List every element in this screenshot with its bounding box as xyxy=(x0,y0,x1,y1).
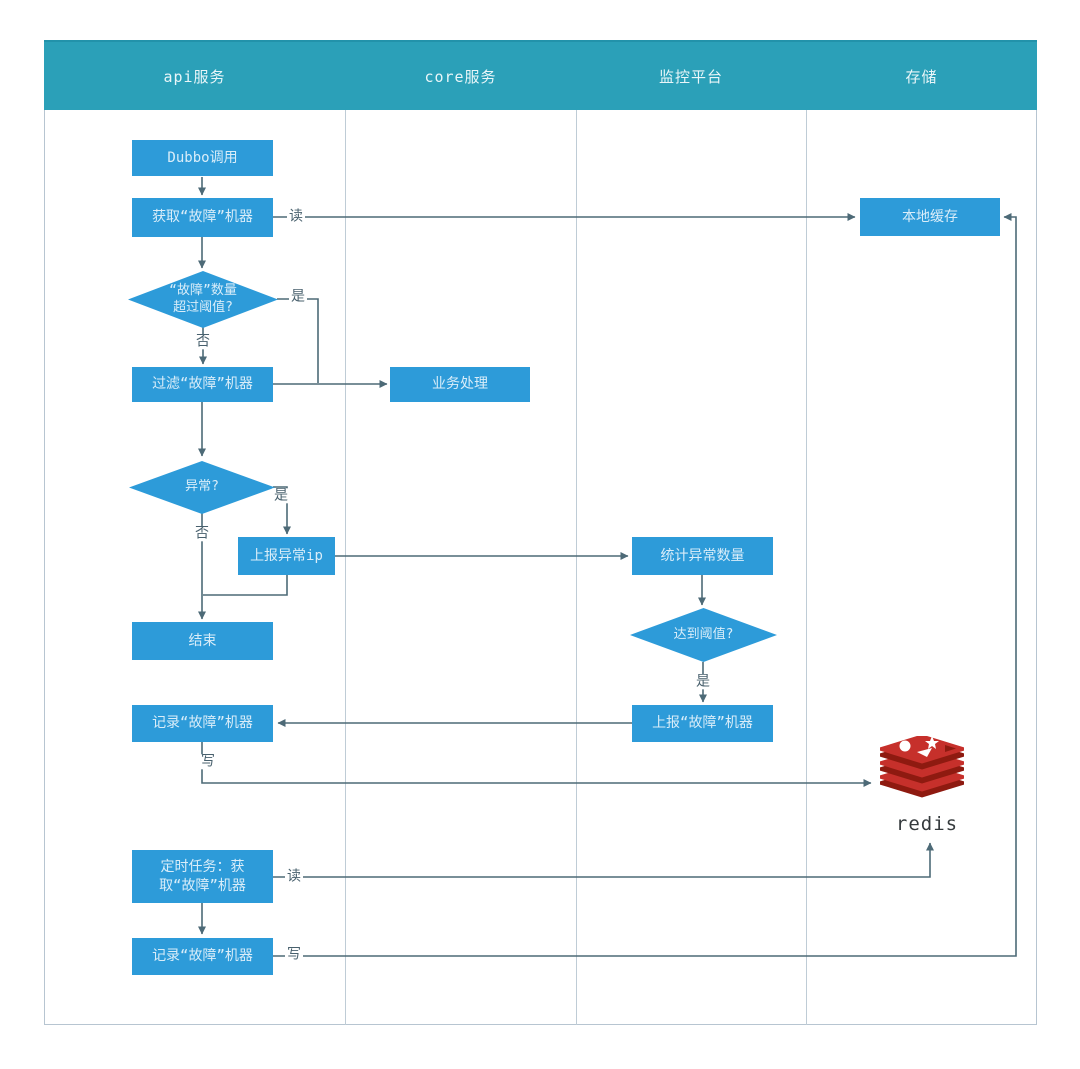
node-business-process: 业务处理 xyxy=(390,367,530,402)
node-end: 结束 xyxy=(132,622,273,660)
node-report-exception-ip: 上报异常ip xyxy=(238,537,335,575)
node-label: 获取“故障”机器 xyxy=(152,209,253,226)
swimlane-header: api服务 core服务 监控平台 存储 xyxy=(44,40,1037,110)
node-label: “故障”数量 超过阈值? xyxy=(169,282,237,315)
edge-label-exception-no: 否 xyxy=(193,525,211,542)
edge-label-reach-yes: 是 xyxy=(694,673,712,690)
lane-divider-2 xyxy=(576,110,577,1025)
node-label: 上报“故障”机器 xyxy=(652,715,753,732)
edge-label-write-cache: 写 xyxy=(285,946,303,963)
edge-label-read-cache: 读 xyxy=(287,208,305,225)
node-label: 业务处理 xyxy=(432,376,488,393)
node-timer-task-get-fault: 定时任务：获 取“故障”机器 xyxy=(132,850,273,903)
edge-label-write-redis: 写 xyxy=(199,753,217,770)
lane-divider-1 xyxy=(345,110,346,1025)
lane-title-api-service: api服务 xyxy=(163,67,226,86)
lane-title-storage: 存储 xyxy=(905,67,938,86)
lane-title-core-service: core服务 xyxy=(424,67,497,86)
edge-label-exception-yes: 是 xyxy=(272,487,290,504)
edge-label-threshold-no: 否 xyxy=(194,333,212,350)
node-label: 异常? xyxy=(185,479,219,495)
node-dubbo-call: Dubbo调用 xyxy=(132,140,273,176)
node-label: 本地缓存 xyxy=(902,208,958,225)
redis-icon xyxy=(878,734,966,802)
node-label: 统计异常数量 xyxy=(660,547,745,564)
node-label: 达到阈值? xyxy=(673,626,734,642)
node-record-fault-machines-1: 记录“故障”机器 xyxy=(132,705,273,742)
node-filter-fault-machines: 过滤“故障”机器 xyxy=(132,367,273,402)
node-label: 上报异常ip xyxy=(250,547,323,564)
node-label: 记录“故障”机器 xyxy=(152,948,253,965)
redis-label: redis xyxy=(895,813,959,835)
node-report-fault-machines: 上报“故障”机器 xyxy=(632,705,773,742)
edge-label-threshold-yes: 是 xyxy=(289,288,307,305)
node-get-fault-machines: 获取“故障”机器 xyxy=(132,198,273,237)
lane-title-monitor-platform: 监控平台 xyxy=(658,67,723,86)
lane-divider-3 xyxy=(806,110,807,1025)
node-label: Dubbo调用 xyxy=(167,149,238,166)
edge-label-read-redis: 读 xyxy=(285,868,303,885)
node-count-exceptions: 统计异常数量 xyxy=(632,537,773,575)
node-label: 定时任务：获 取“故障”机器 xyxy=(159,858,246,894)
node-record-fault-machines-2: 记录“故障”机器 xyxy=(132,938,273,975)
node-label: 结束 xyxy=(188,632,217,649)
node-label: 记录“故障”机器 xyxy=(152,715,253,732)
node-local-cache: 本地缓存 xyxy=(860,198,1000,236)
node-label: 过滤“故障”机器 xyxy=(152,376,253,393)
